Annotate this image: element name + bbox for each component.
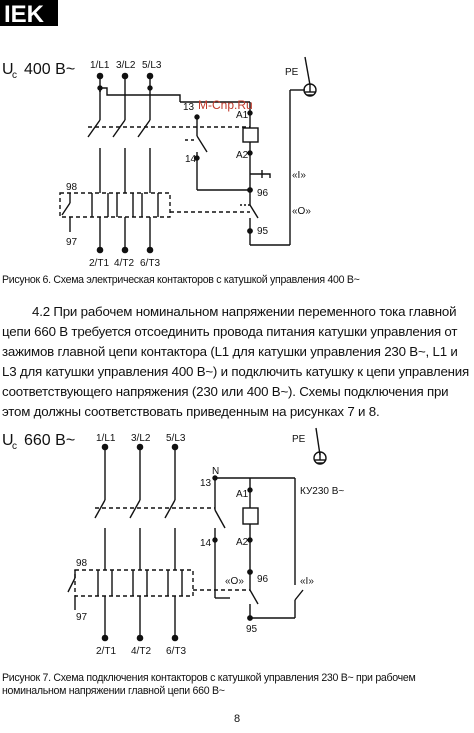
off-label-2: «O» [225, 576, 244, 587]
a1-label-1: A1 [236, 110, 249, 121]
terminal-bottom-1-fig7: 2/T1 [96, 646, 116, 657]
terminal-bottom-2-fig7: 4/T2 [131, 646, 151, 657]
voltage-symbol-2: U [2, 432, 14, 449]
caption-figure-6: Рисунок 6. Схема электрическая контактор… [2, 274, 360, 286]
logo-text: IEK [4, 1, 45, 26]
t13-label-2: 13 [200, 478, 212, 489]
terminal-top-3: 5/L3 [142, 60, 162, 71]
n-label-2: N [212, 466, 219, 477]
t13-label-1: 13 [183, 102, 195, 113]
diagram-figure-7: U c 660 В~ 1/L1 3/L2 5/L3 2/T1 4/T2 6/T3… [2, 427, 344, 657]
terminal-bottom-3-fig7: 6/T3 [166, 646, 186, 657]
t14-label-1: 14 [185, 154, 197, 165]
watermark: M-Cnp.Ru [198, 98, 253, 112]
terminal-bottom-2: 4/T2 [114, 258, 134, 269]
a2-label-1: A2 [236, 150, 249, 161]
pe-label-2: PE [292, 434, 306, 445]
caption-figure-7: Рисунок 7. Схема подключения контакторов… [2, 672, 416, 698]
voltage-value-2: 660 В~ [24, 432, 75, 449]
voltage-sub-2: c [12, 441, 17, 452]
aux-97-label-2: 97 [76, 612, 88, 623]
terminal-top-2: 3/L2 [116, 60, 136, 71]
t14-label-2: 14 [200, 538, 212, 549]
aux-98-label-1: 98 [66, 182, 78, 193]
aux-98-label-2: 98 [76, 558, 88, 569]
t96-label-2: 96 [257, 574, 269, 585]
terminal-top-2-fig7: 3/L2 [131, 433, 151, 444]
on-label-1: «I» [292, 170, 306, 181]
aux-97-label-1: 97 [66, 237, 78, 248]
terminal-top-3-fig7: 5/L3 [166, 433, 186, 444]
paragraph-rest: цепи 660 В требуется отсоединить провода… [2, 324, 470, 419]
iek-logo: IEK [0, 0, 58, 26]
a2-label-2: A2 [236, 537, 249, 548]
terminal-top-1: 1/L1 [90, 60, 110, 71]
voltage-sub-1: c [12, 70, 17, 81]
voltage-symbol-1: U [2, 61, 14, 78]
pe-label-1: PE [285, 67, 299, 78]
t95-label-1: 95 [257, 226, 269, 237]
caption-figure-7-line-1: Рисунок 7. Схема подключения контакторов… [2, 672, 416, 684]
off-label-1: «O» [292, 206, 311, 217]
terminal-top-1-fig7: 1/L1 [96, 433, 116, 444]
voltage-value-1: 400 В~ [24, 61, 75, 78]
body-paragraph: 4.2 При рабочем номинальном напряжении п… [2, 302, 470, 422]
terminal-bottom-3: 6/T3 [140, 258, 160, 269]
on-label-2: «I» [300, 576, 314, 587]
t95-label-2: 95 [246, 624, 258, 635]
t96-label-1: 96 [257, 188, 269, 199]
a1-label-2: A1 [236, 489, 249, 500]
terminal-bottom-1: 2/T1 [89, 258, 109, 269]
diagram-figure-6: U c 400 В~ 1/L1 3/L2 5/L3 2/T1 4/T2 6/T3… [2, 56, 317, 269]
coil-label-2: КУ230 В~ [300, 486, 344, 497]
page-number: 8 [233, 713, 241, 725]
paragraph-line-1: 4.2 При рабочем номинальном напряжении п… [32, 304, 457, 319]
caption-figure-7-line-2: номинальном напряжении главной цепи 660 … [2, 685, 225, 697]
